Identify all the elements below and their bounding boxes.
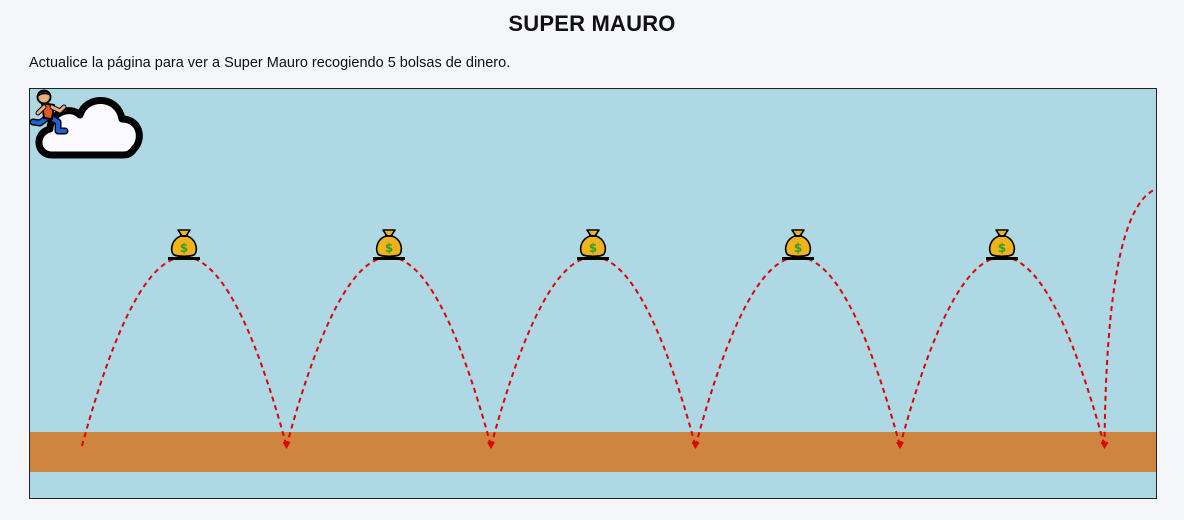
money-bag-icon: $ xyxy=(372,229,405,260)
landing-marker xyxy=(691,441,700,449)
jump-arc xyxy=(1103,188,1156,447)
money-bag-icon: $ xyxy=(577,229,610,260)
svg-text:$: $ xyxy=(998,241,1006,255)
jump-arc xyxy=(694,256,901,447)
jump-arc xyxy=(285,256,492,447)
page-title: SUPER MAURO xyxy=(508,11,676,36)
running-person-icon xyxy=(30,89,69,135)
svg-text:$: $ xyxy=(794,241,802,255)
ground xyxy=(30,432,1156,472)
landing-marker xyxy=(1100,441,1109,449)
jump-arc xyxy=(81,256,288,447)
game-canvas: $ $ $ $ $ xyxy=(29,88,1157,499)
landing-marker xyxy=(282,441,291,449)
trajectory-layer xyxy=(81,188,1156,449)
svg-text:$: $ xyxy=(589,241,597,255)
money-bag-icon: $ xyxy=(781,229,814,260)
money-bag-icon: $ xyxy=(986,229,1019,260)
money-bag-icon: $ xyxy=(168,229,201,260)
cloud-icon xyxy=(35,97,143,159)
landing-marker xyxy=(487,441,495,449)
instructions-text: Actualice la página para ver a Super Mau… xyxy=(29,55,511,71)
landing-marker xyxy=(896,441,904,449)
svg-text:$: $ xyxy=(385,241,393,255)
jump-arc xyxy=(490,256,697,447)
jump-arc xyxy=(899,256,1106,447)
svg-text:$: $ xyxy=(180,241,188,255)
